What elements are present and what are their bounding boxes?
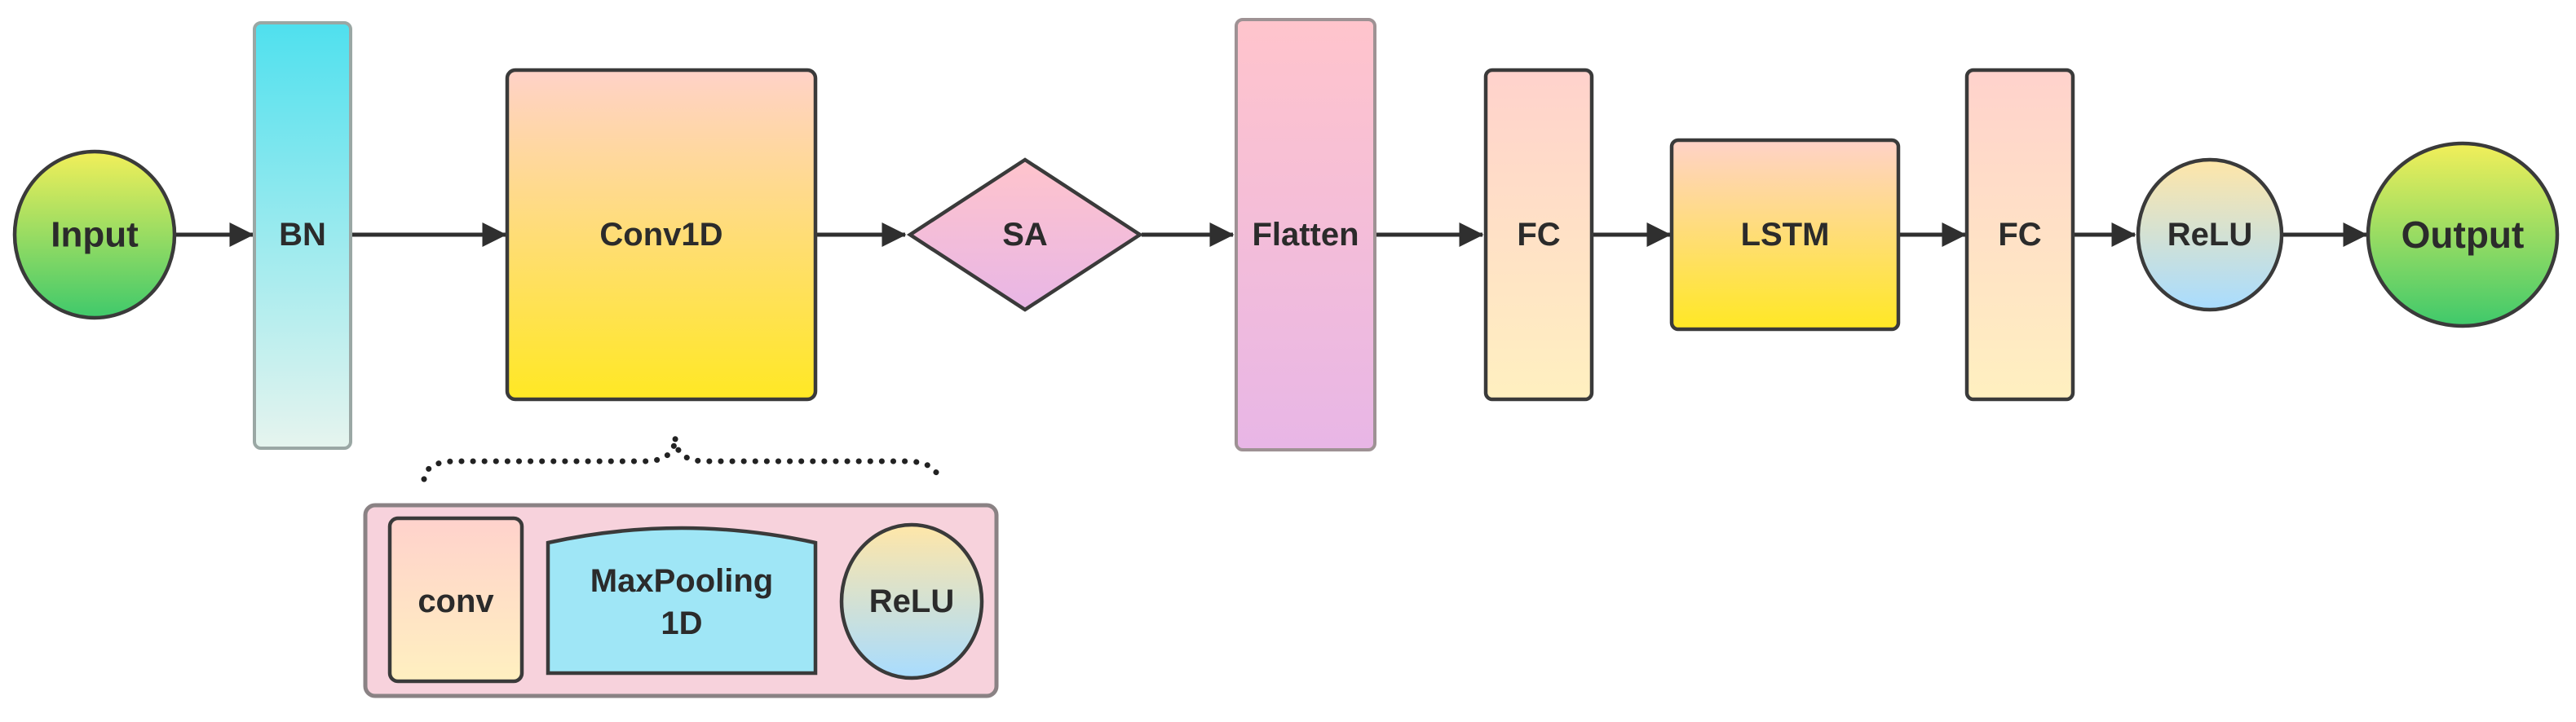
detail-relu-label: ReLU xyxy=(869,583,954,619)
detail-maxpool-label-line1: MaxPooling xyxy=(590,563,773,599)
conv1d-box xyxy=(505,68,818,402)
lstm-box xyxy=(1669,138,1901,332)
input-label: Input xyxy=(51,215,139,255)
conv1d-detail-panel: conv MaxPooling 1D ReLU xyxy=(363,503,999,698)
flatten-label: Flatten xyxy=(1252,217,1359,253)
sa-label: SA xyxy=(1002,217,1048,253)
sa-diamond xyxy=(906,157,1144,312)
fc2-box xyxy=(1964,68,2075,402)
conv1d-label: Conv1D xyxy=(599,217,722,253)
output-circle xyxy=(2366,141,2560,328)
fc1-label: FC xyxy=(1517,217,1560,253)
fc2-label: FC xyxy=(1998,217,2041,253)
output-label: Output xyxy=(2401,214,2525,256)
detail-conv-box xyxy=(387,516,524,684)
relu-circle xyxy=(2136,157,2284,312)
bn-box xyxy=(253,21,352,450)
detail-conv: conv xyxy=(387,516,524,684)
detail-maxpool-label-line2: 1D xyxy=(661,605,702,641)
node-fc1: FC xyxy=(1483,68,1594,402)
relu-label: ReLU xyxy=(2167,217,2252,253)
dotted-brace xyxy=(421,436,943,486)
detail-relu-circle xyxy=(839,522,984,680)
node-lstm: LSTM xyxy=(1669,138,1901,332)
node-input: Input xyxy=(12,149,177,320)
node-bn: BN xyxy=(253,21,352,450)
node-fc2: FC xyxy=(1964,68,2075,402)
detail-relu: ReLU xyxy=(839,522,984,680)
detail-maxpool-shape xyxy=(546,526,818,676)
flatten-box xyxy=(1235,18,1376,451)
bn-label: BN xyxy=(279,217,326,253)
lstm-label: LSTM xyxy=(1741,217,1830,253)
detail-maxpool: MaxPooling 1D xyxy=(546,526,818,676)
fc1-box xyxy=(1483,68,1594,402)
input-circle xyxy=(12,149,177,320)
node-relu: ReLU xyxy=(2136,157,2284,312)
detail-conv-label: conv xyxy=(418,583,494,619)
node-conv1d: Conv1D xyxy=(505,68,818,402)
node-output: Output xyxy=(2366,141,2560,328)
node-sa: SA xyxy=(906,157,1144,312)
node-flatten: Flatten xyxy=(1235,18,1376,451)
